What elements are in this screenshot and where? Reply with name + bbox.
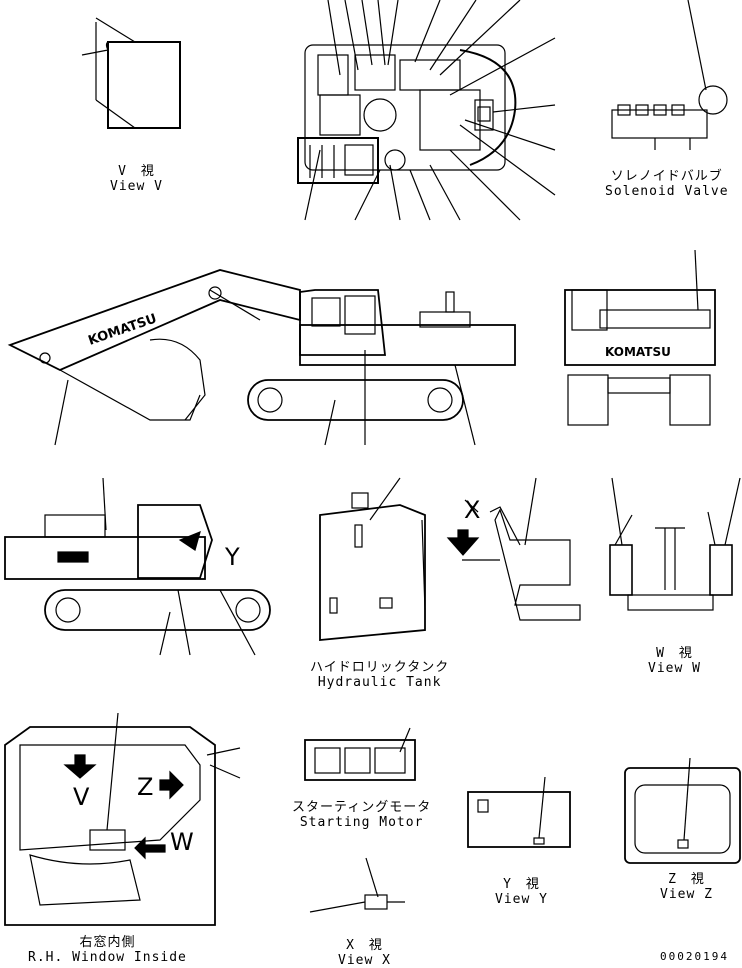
starting-motor (304, 727, 416, 781)
rh-window-inside (4, 712, 241, 926)
view-y-jp: Y 視 (503, 877, 540, 892)
solenoid-label: ソレノイドバルブ Solenoid Valve (605, 169, 729, 199)
hydraulic-label: ハイドロリックタンク Hydraulic Tank (310, 660, 449, 690)
rh-window-label: 右窓内側 R.H. Window Inside (28, 935, 187, 965)
view-x-label: X 視 View X (338, 938, 391, 968)
view-z-label: Z 視 View Z (660, 872, 713, 902)
view-w-consoles (609, 477, 741, 611)
starting-motor-label: スターティングモータ Starting Motor (292, 800, 431, 830)
excavator-side-view: KOMATSU (7, 269, 516, 446)
letter-v-window: V (73, 783, 90, 811)
view-y-en: View Y (495, 892, 548, 907)
letter-y-side: Y (225, 543, 240, 571)
hydraulic-tank (319, 477, 426, 641)
view-x-lever (309, 857, 405, 913)
view-v-label: V 視 View V (110, 164, 163, 194)
solenoid-valve (611, 0, 728, 150)
view-z-en: View Z (660, 887, 713, 902)
rh-window-jp: 右窓内側 (79, 935, 136, 950)
view-w-label: W 視 View W (648, 646, 701, 676)
hydraulic-jp: ハイドロリックタンク (310, 660, 450, 675)
solenoid-jp: ソレノイドバルブ (610, 169, 723, 184)
view-x-jp: X 視 (346, 938, 383, 953)
view-y-plate (467, 776, 571, 848)
view-v-plate (81, 17, 181, 129)
view-y-label: Y 視 View Y (495, 877, 548, 907)
starting-motor-en: Starting Motor (299, 815, 424, 830)
rh-window-en: R.H. Window Inside (28, 950, 187, 965)
hydraulic-en: Hydraulic Tank (317, 675, 442, 690)
control-stand-side (446, 477, 581, 621)
solenoid-en: Solenoid Valve (605, 184, 729, 199)
view-w-en: View W (648, 661, 701, 676)
starting-motor-jp: スターティングモータ (292, 800, 432, 815)
upper-structure-top-view (297, 0, 556, 221)
drawing-code: 00020194 (660, 950, 729, 963)
view-v-jp: V 視 (118, 164, 155, 179)
letter-w-window: W (170, 828, 194, 856)
rear-brand-text: KOMATSU (605, 345, 671, 359)
view-w-jp: W 視 (656, 646, 693, 661)
letter-z-window: Z (137, 773, 154, 801)
letter-x-arrow: X (464, 496, 481, 524)
view-z-jp: Z 視 (668, 872, 705, 887)
excavator-rear-view: KOMATSU (564, 249, 716, 426)
view-z-window (624, 757, 741, 864)
view-x-en: View X (338, 953, 391, 968)
excavator-left-view (4, 477, 271, 656)
view-v-en: View V (110, 179, 163, 194)
